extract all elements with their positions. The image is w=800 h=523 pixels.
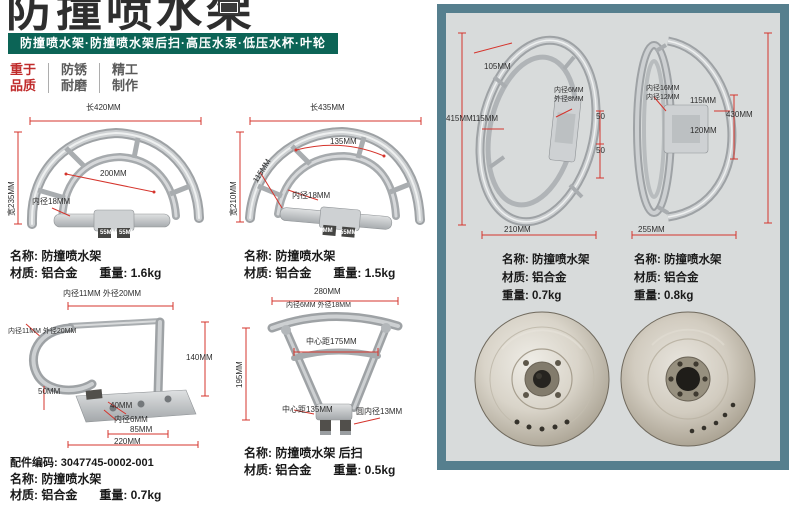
dim-label: 内径6MM 外径18MM — [286, 302, 351, 309]
feature-badges: 重于 品质 防锈 耐磨 精工 制作 — [10, 62, 138, 94]
dim-label: 210MM — [504, 225, 531, 234]
product-name: 名称: 防撞喷水架 — [634, 254, 722, 266]
dim-label: 宽235MM — [7, 181, 16, 216]
dim-label: 长435MM — [310, 103, 345, 112]
dim-label: 内径6MM — [554, 87, 584, 94]
product-spec-line: 材质: 铝合金 重量: 0.5kg — [244, 461, 395, 478]
product-weight: 重量: 0.8kg — [634, 290, 694, 302]
dim-label: 430MM — [726, 110, 753, 119]
product-weight: 重量: 0.7kg — [99, 488, 162, 502]
product-material: 材质: 铝合金 — [10, 266, 78, 280]
dim-label: 200MM — [100, 169, 127, 178]
dim-label: 255MM — [638, 225, 665, 234]
dim-label: 内径11MM 外径20MM — [8, 328, 77, 335]
dim-label: 中心距135MM — [282, 405, 333, 414]
dim-label: 50MM — [38, 387, 61, 396]
impeller-photo-left — [474, 311, 610, 447]
product-material: 材质: 铝合金 — [634, 272, 699, 284]
dim-label: 内径16MM — [646, 85, 680, 92]
product-material: 材质: 铝合金 — [10, 488, 78, 502]
product-1-drawing — [14, 117, 204, 238]
product-code: 配件编码: 3047745-0002-001 — [10, 457, 154, 469]
product-weight: 重量: 0.7kg — [502, 290, 562, 302]
dim-label: 415MM — [446, 114, 473, 123]
badge-rustproof: 防锈 耐磨 — [61, 62, 87, 94]
dim-label: 中心距175MM — [306, 337, 357, 346]
dim-label: 内径18MM — [32, 197, 71, 206]
dim-label: 50 — [596, 146, 605, 155]
dim-label: 长420MM — [86, 103, 121, 112]
dim-label: 内径12MM — [646, 94, 680, 101]
title-logo-block — [218, 0, 240, 15]
dim-label: 55MM — [316, 228, 333, 234]
product-name: 名称: 防撞喷水架 — [10, 472, 102, 486]
dim-label: 220MM — [114, 437, 141, 446]
divider — [48, 63, 50, 93]
product-6-drawing — [631, 32, 772, 239]
dim-label: 115MM — [472, 114, 499, 123]
badge-text: 制作 — [112, 78, 139, 93]
dim-label: 280MM — [314, 287, 341, 296]
dim-label: 外径8MM — [554, 96, 584, 103]
product-weight: 重量: 1.6kg — [99, 266, 162, 280]
product-material: 材质: 铝合金 — [244, 266, 312, 280]
product-card-2: 长435MM 宽210MM 135MM 115MM 内径18MM 55MM 55… — [229, 103, 442, 286]
dim-label: 55MM — [119, 230, 136, 236]
dim-label: 50 — [596, 112, 605, 121]
product-4-drawing — [242, 297, 403, 435]
badge-text: 品质 — [10, 78, 37, 93]
product-material: 材质: 铝合金 — [244, 463, 312, 477]
dim-label: 140MM — [186, 353, 213, 362]
dim-label: 内径18MM — [292, 191, 331, 200]
product-weight: 重量: 1.5kg — [333, 266, 396, 280]
product-spec-line: 材质: 铝合金 重量: 1.6kg — [10, 264, 161, 281]
dim-label: 圆内径13MM — [356, 407, 403, 416]
product-3-drawing — [25, 302, 209, 448]
dim-label: 宽210MM — [229, 181, 238, 216]
product-spec-line: 材质: 铝合金 重量: 0.7kg — [10, 486, 161, 503]
dim-label: 195MM — [235, 361, 244, 388]
product-name: 名称: 防撞喷水架 后扫 — [244, 446, 363, 460]
impeller-photo-right — [620, 311, 756, 447]
dim-label: 120MM — [690, 126, 717, 135]
dim-label: 115MM — [690, 96, 717, 105]
dim-label: 55MM — [340, 230, 357, 236]
dim-label: 40MM — [110, 401, 133, 410]
dim-label: 内径6MM — [114, 415, 148, 424]
right-panel: 105MM 内径6MM 外径8MM 415MM 115MM 50 50 210M… — [437, 4, 789, 470]
divider — [99, 63, 101, 93]
dim-label: 135MM — [330, 137, 357, 146]
product-weight: 重量: 0.5kg — [333, 463, 396, 477]
right-panel-content: 105MM 内径6MM 外径8MM 415MM 115MM 50 50 210M… — [446, 13, 780, 461]
dim-label: 55MM — [100, 230, 117, 236]
badge-text: 精工 — [112, 62, 139, 77]
badge-quality: 重于 品质 — [10, 62, 36, 94]
category-banner: 防撞喷水架·防撞喷水架后扫·高压水泵·低压水杯·叶轮 — [8, 33, 338, 54]
page-title: 防撞喷水架 — [6, 0, 256, 36]
badge-text: 防锈 — [61, 62, 88, 77]
product-spec-line: 材质: 铝合金 重量: 1.5kg — [244, 264, 395, 281]
product-2-drawing — [236, 117, 425, 238]
badge-text: 重于 — [10, 62, 37, 77]
product-name: 名称: 防撞喷水架 — [10, 249, 102, 263]
product-name: 名称: 防撞喷水架 — [244, 249, 336, 263]
product-material: 材质: 铝合金 — [502, 272, 567, 284]
product-5-drawing — [458, 32, 604, 239]
product-card-1: 长420MM 宽235MM 200MM 内径18MM 55MM 55MM 名称:… — [7, 103, 220, 286]
dim-label: 85MM — [130, 425, 153, 434]
product-card-3: 内径11MM 外径20MM 内径11MM 外径20MM 140MM 50MM 4… — [8, 288, 220, 503]
product-name: 名称: 防撞喷水架 — [502, 254, 590, 266]
dim-label: 内径11MM 外径20MM — [63, 289, 142, 298]
product-card-4: 280MM 内径6MM 外径18MM 中心距175MM 195MM 中心距135… — [230, 288, 435, 488]
badge-text: 耐磨 — [61, 78, 88, 93]
dim-label: 105MM — [484, 62, 511, 71]
badge-craft: 精工 制作 — [112, 62, 138, 94]
